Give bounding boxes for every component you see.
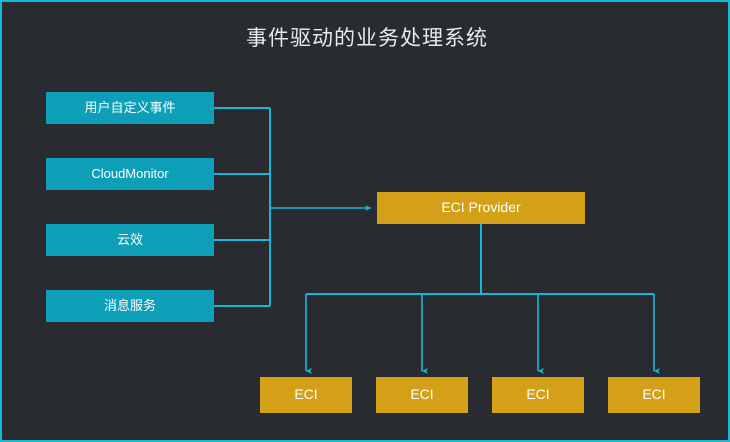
event-source-node-yunxiao[interactable]: 云效 bbox=[46, 224, 214, 256]
eci-provider-node[interactable]: ECI Provider bbox=[377, 192, 585, 224]
eci-provider-label: ECI Provider bbox=[441, 199, 521, 216]
eci-worker-label: ECI bbox=[642, 386, 666, 403]
event-source-node-message-service[interactable]: 消息服务 bbox=[46, 290, 214, 322]
event-source-label: 云效 bbox=[116, 231, 143, 247]
eci-worker-label: ECI bbox=[526, 386, 550, 403]
event-source-node-user-defined[interactable]: 用户自定义事件 bbox=[46, 92, 214, 124]
eci-worker-label: ECI bbox=[410, 386, 434, 403]
eci-worker-node-2[interactable]: ECI bbox=[376, 377, 468, 413]
event-source-node-cloudmonitor[interactable]: CloudMonitor bbox=[46, 158, 214, 190]
event-source-label: CloudMonitor bbox=[91, 165, 169, 181]
event-source-label: 用户自定义事件 bbox=[84, 99, 176, 115]
eci-worker-node-4[interactable]: ECI bbox=[608, 377, 700, 413]
eci-worker-node-3[interactable]: ECI bbox=[492, 377, 584, 413]
eci-worker-node-1[interactable]: ECI bbox=[260, 377, 352, 413]
page-title: 事件驱动的业务处理系统 bbox=[246, 27, 488, 50]
eci-worker-label: ECI bbox=[294, 386, 318, 403]
event-source-label: 消息服务 bbox=[103, 297, 156, 313]
